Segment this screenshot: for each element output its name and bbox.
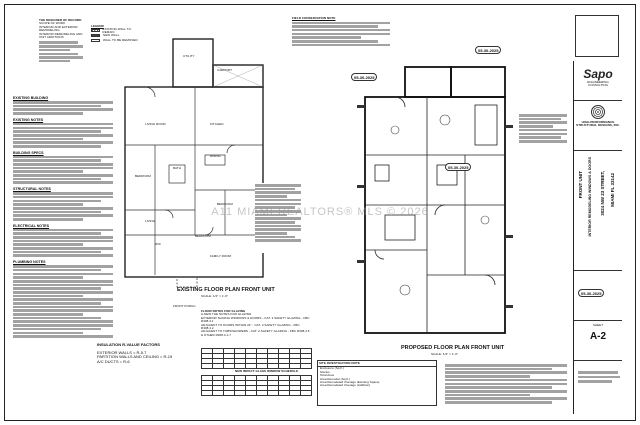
glazing-line: EXTERIOR SLIDING WINDOWS & DOORS - CAT. … [201, 315, 310, 320]
blank-cell [574, 361, 622, 414]
revision-tag: 05-30-2025 [351, 73, 378, 81]
legend-box: LEGEND EXISTING WALL TO REMAIN NEW WALL … [91, 24, 141, 51]
site-row: Total Area [320, 373, 334, 378]
sheet-label: SHEET [592, 323, 604, 327]
existing-plan-title: EXISTING FLOOR PLAN FRONT UNIT [177, 287, 275, 293]
room-label: KITCHEN [210, 122, 224, 126]
window-schedule-title: NEW IMPACT GLASS WINDOW SCHEDULE [235, 369, 299, 373]
glazing-line: R308.4.1 [201, 319, 214, 324]
room-label: UTILITY [183, 54, 195, 58]
logo-cell: Sapo ENGINEERING CONSULTING [574, 61, 622, 101]
site-row: Enclosure (Sq.ft.) [320, 366, 345, 371]
insulation-line: EXTERIOR WALLS = R-5.7 [97, 349, 147, 355]
firm-line: CONSULTING [588, 83, 608, 88]
room-label: CARPORT [217, 68, 232, 72]
proposed-plan-scale: SCALE: 1/4" = 1'-0" [431, 352, 459, 356]
right-notes [519, 113, 567, 157]
insulation-line: PARTITION WALLS AND CEILING = R-19 [97, 354, 173, 360]
site-row: Stories [320, 369, 330, 374]
glazing-line: R308.4.2 [201, 326, 214, 331]
room-label: BEDROOM [217, 202, 233, 206]
notes-subheading: EXISTING NOTES [13, 117, 44, 122]
legend-item: NEW WALL [103, 33, 120, 38]
notes-heading: EXISTING BUILDING [13, 96, 49, 100]
sheet-number: A-2 [589, 331, 607, 343]
existing-floor-plan [124, 38, 264, 288]
glazing-title: FLOOR NOTES FOR GLAZING [201, 309, 246, 313]
proposed-floor-plan [357, 66, 513, 334]
firm-name: HIGH-PERFORMANCE STRUCTURAL DESIGNS, INC… [576, 120, 620, 128]
sheet-cell: SHEET A-2 [574, 321, 622, 361]
revision-cell: 05-30-2025 [574, 271, 622, 321]
designer-line: INTERIOR REMODELING AND UNIT ADDITIONS [39, 31, 83, 40]
firm-logo: Sapo [583, 67, 613, 81]
seal-icon [591, 105, 605, 119]
center-notes [255, 183, 301, 253]
room-label: FAMILY ROOM [210, 254, 232, 258]
corner-stamp-box [575, 15, 619, 57]
notes-subheading: ELECTRICAL NOTES [13, 223, 50, 228]
designer-line: SCOPE OF WORK [39, 21, 66, 26]
designer-block: THE DESIGNER OF RECORD SCOPE OF WORK INT… [39, 18, 83, 69]
project-cell: FRONT UNIT INTERIOR REMODELING WINDOWS &… [574, 151, 622, 271]
legend-item: WALL TO BE REMOVED [103, 38, 138, 43]
room-label: FRONT PORCH [173, 304, 196, 308]
field-note-box: FIELD CONSERVATION NOTE [292, 16, 390, 53]
room-label: BATH [173, 166, 181, 170]
project-address: 3024 NW 23 STREET, [600, 171, 605, 216]
glazing-notes: FLOOR NOTES FOR GLAZING A.NEW THE NOTES … [201, 309, 321, 346]
glazing-line: A.NEW THE NOTES FOR GLAZING [201, 312, 252, 317]
project-name: FRONT UNIT [578, 171, 583, 199]
firm-line: ENGINEERING [587, 80, 609, 84]
room-label: DINING [210, 154, 221, 158]
existing-plan-scale: SCALE: 1/4" = 1'-0" [201, 294, 229, 298]
firm-cell: HIGH-PERFORMANCE STRUCTURAL DESIGNS, INC… [574, 101, 622, 151]
lower-right-notes [445, 363, 567, 407]
designer-line: INTERIOR AND EXTERIOR REMODELING [39, 24, 78, 33]
site-notes: SITE INVESTIGATION NOTE Enclosure (Sq.ft… [317, 360, 437, 406]
field-note-title: FIELD CONSERVATION NOTE [292, 16, 336, 20]
proposed-plan-title: PROPOSED FLOOR PLAN FRONT UNIT [401, 345, 505, 351]
notes-subheading: BUILDING SPECS [13, 150, 44, 155]
insulation-title: INSULATION R-VALUE FACTORS [97, 342, 160, 347]
room-label: BEDROOM [195, 234, 211, 238]
site-notes-title: SITE INVESTIGATION NOTE [318, 361, 436, 368]
revision-tag: 05-30-2025 [445, 163, 472, 171]
notes-subheading: STRUCTURAL NOTES [13, 187, 51, 192]
window-schedule-table [201, 348, 312, 369]
revision-date: 05-30-2025 [578, 289, 605, 297]
title-block: Sapo ENGINEERING CONSULTING HIGH-PERFORM… [573, 61, 622, 414]
glazing-line: ADJACENT TO TUBS/SHOWERS - CAT. 2 SAFETY… [201, 329, 310, 334]
revision-tag: 05-30-2025 [475, 46, 502, 54]
site-row: Area Remodel (Sq.ft.) [320, 376, 351, 381]
project-scope: INTERIOR REMODELING WINDOWS & DOORS [588, 157, 592, 237]
insulation-box: INSULATION R-VALUE FACTORS EXTERIOR WALL… [97, 342, 187, 373]
designer-heading: THE DESIGNER OF RECORD [39, 18, 82, 22]
project-city: MIAMI FL 33142 [610, 173, 615, 207]
insulation-line: A/C DUCTS = R-6 [97, 358, 130, 364]
room-label: BEDROOM [135, 174, 151, 178]
site-row: Area Remodeled Overage (Existing Space) [320, 380, 380, 385]
general-notes: EXISTING BUILDING EXISTING NOTES BUILDIN… [13, 93, 113, 393]
site-row: Area Remodeled Overage (Addition) [320, 383, 371, 388]
room-label: WIC [155, 242, 161, 246]
door-schedule-table [201, 375, 312, 396]
glazing-line: ADJACENT TO DOORS WITHIN 24" - CAT. 3 SA… [201, 322, 300, 327]
legend-title: LEGEND [91, 24, 104, 28]
drawing-sheet: THE DESIGNER OF RECORD SCOPE OF WORK INT… [4, 4, 636, 421]
room-label: LIVING ROOM [145, 122, 166, 126]
notes-subheading: PLUMBING NOTES [13, 260, 46, 265]
room-label: LIVING [145, 219, 156, 223]
legend-item: EXISTING WALL TO REMAIN [102, 26, 131, 34]
glazing-line: & OTHER R308.4.1-7 [201, 332, 231, 337]
